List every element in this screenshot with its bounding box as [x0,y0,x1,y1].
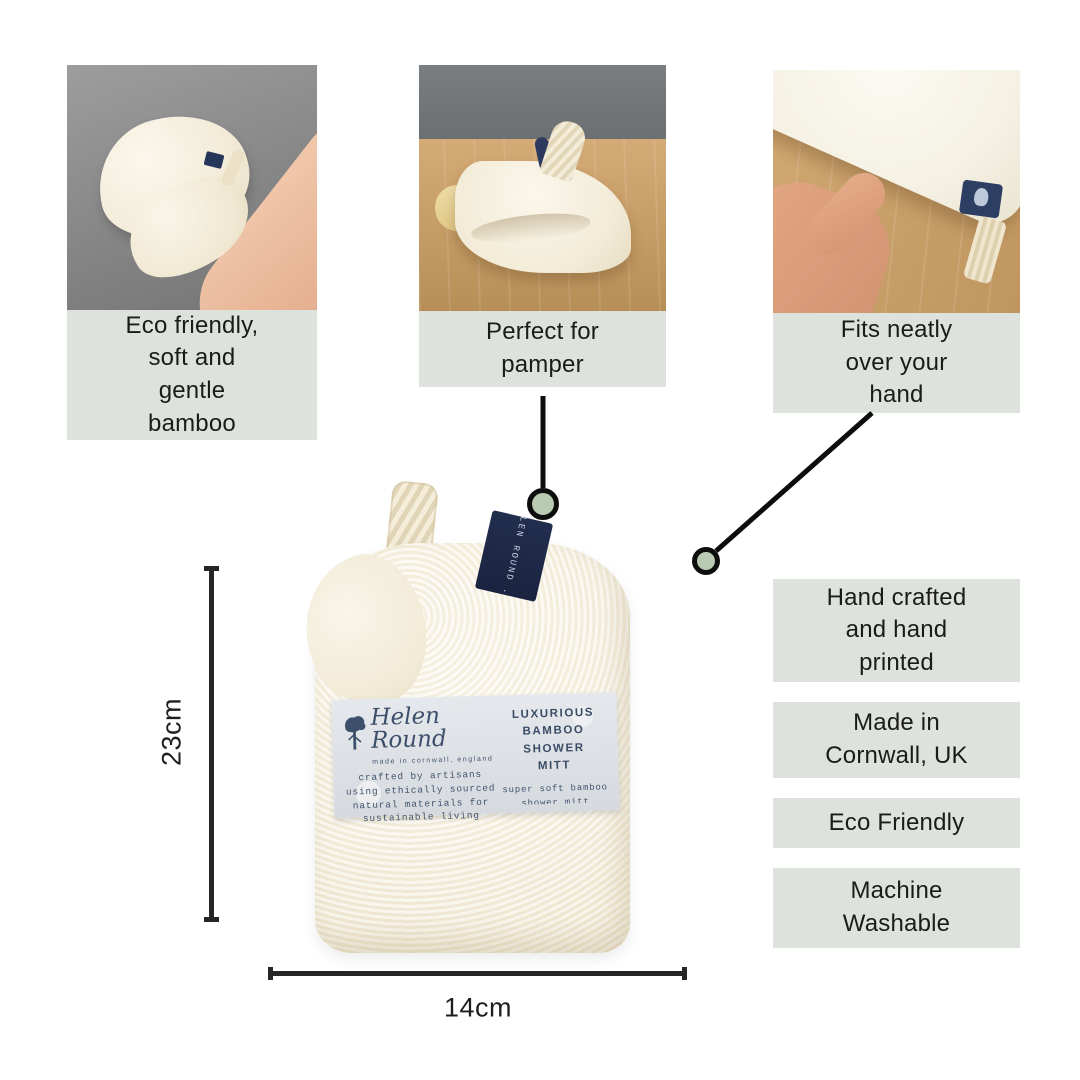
caption-text: Eco friendly, soft and gentle bamboo [125,311,259,437]
feature-made-in-cornwall: Made in Cornwall, UK [773,702,1020,778]
main-product-photo: HELEN ROUND .CO Helen Round made in corn… [285,470,700,970]
feature-hand-crafted: Hand crafted and hand printed [773,579,1020,682]
band-left-body: crafted by artisans using ethically sour… [345,768,496,825]
feature-text: Hand crafted and hand printed [826,583,967,676]
feature-machine-washable: Machine Washable [773,868,1020,948]
caption-perfect-for-pamper: Perfect for pamper [419,311,666,387]
photo-mitt-folded-with-soap [419,65,666,311]
brand-subtitle: made in cornwall, england [372,755,494,766]
navy-tag-shape [958,179,1004,219]
caption-eco-friendly: Eco friendly, soft and gentle bamboo [67,310,317,440]
caption-text: Perfect for pamper [486,318,599,378]
wall-background [419,65,666,139]
title-rule [504,777,605,781]
width-dimension-label: 14cm [443,992,513,1023]
height-dimension-label: 23cm [156,697,187,767]
band-right-column: LUXURIOUS BAMBOO SHOWER MITT super soft … [495,700,613,806]
product-title: LUXURIOUS BAMBOO SHOWER MITT [511,706,595,773]
width-dimension-cap-right [682,967,687,980]
brand-name: Helen Round [370,702,447,754]
height-dimension-cap-top [204,566,219,571]
caption-fits-neatly: Fits neatly over your hand [773,313,1020,413]
height-dimension-cap-bottom [204,917,219,922]
band-left-column: Helen Round made in cornwall, england cr… [342,702,498,824]
hang-tag-text: HELEN ROUND .CO [496,510,532,602]
width-dimension-line [270,971,685,976]
photo-hand-holding-mitt [773,70,1020,313]
width-dimension-cap-left [268,967,273,980]
feature-text: Eco Friendly [828,808,965,836]
feature-text: Machine Washable [842,877,951,937]
callout-line-fits [714,411,874,553]
tree-logo-icon [345,716,366,750]
feature-eco-friendly: Eco Friendly [773,798,1020,848]
packaging-band: Helen Round made in cornwall, england cr… [331,692,620,824]
feature-text: Made in Cornwall, UK [825,709,968,769]
photo-mitt-worn-on-hand [67,65,317,310]
caption-text: Fits neatly over your hand [840,316,953,409]
band-right-body: super soft bamboo shower mitt perfect fo… [502,782,608,806]
height-dimension-line [209,568,214,920]
